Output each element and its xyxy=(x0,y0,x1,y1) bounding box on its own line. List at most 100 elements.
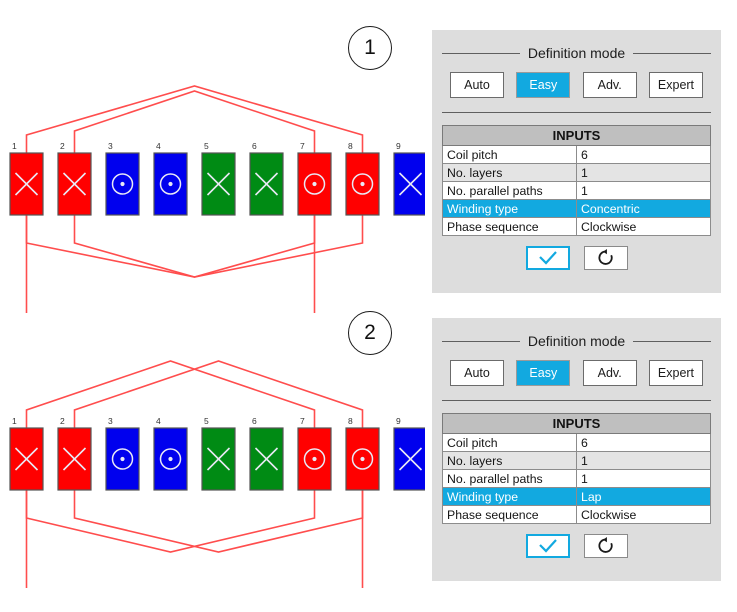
slot-number-label: 7 xyxy=(300,141,305,151)
mode-button-auto[interactable]: Auto xyxy=(450,72,504,98)
current-out-of-page-dot xyxy=(312,456,317,462)
slot-8: 8 xyxy=(345,416,380,491)
inputs-row-value[interactable]: 1 xyxy=(576,451,711,470)
refresh-icon xyxy=(597,537,613,553)
definition-mode-button-row: Auto Easy Adv. Expert xyxy=(442,54,711,108)
current-out-of-page-dot xyxy=(168,456,173,462)
mode-button-auto[interactable]: Auto xyxy=(450,360,504,386)
inputs-row-value[interactable]: 6 xyxy=(576,433,711,452)
slot-number-label: 4 xyxy=(156,141,161,151)
mode-button-easy[interactable]: Easy xyxy=(516,360,571,386)
current-out-of-page-icon xyxy=(351,173,374,195)
current-out-of-page-icon xyxy=(303,173,326,195)
groupbox-rule-left xyxy=(442,341,520,342)
inputs-row-label: No. parallel paths xyxy=(442,181,577,200)
mode-button-expert[interactable]: Expert xyxy=(648,360,703,386)
slot-2: 2 xyxy=(57,416,92,491)
inputs-row-label: Phase sequence xyxy=(442,217,577,236)
inputs-row-value[interactable]: 1 xyxy=(576,181,711,200)
action-button-row xyxy=(432,534,721,558)
groupbox-title: Definition mode xyxy=(527,45,626,61)
inputs-row-value[interactable]: Clockwise xyxy=(576,217,711,236)
accept-button[interactable] xyxy=(525,246,570,270)
mode-button-expert[interactable]: Expert xyxy=(648,72,703,98)
coil-overhang-top xyxy=(25,85,364,161)
mode-button-adv[interactable]: Adv. xyxy=(582,360,637,386)
current-out-of-page-dot xyxy=(120,456,125,462)
slot-number-label: 6 xyxy=(252,141,257,151)
mode-button-easy[interactable]: Easy xyxy=(516,72,571,98)
slot-number-label: 3 xyxy=(108,416,113,426)
slot-number-label: 8 xyxy=(348,141,353,151)
groupbox-rule-right xyxy=(633,53,711,54)
slot-4: 4 xyxy=(153,416,188,491)
accept-button[interactable] xyxy=(525,534,570,558)
reset-button[interactable] xyxy=(583,534,628,558)
coil-group xyxy=(25,360,364,588)
slot-number-label: 2 xyxy=(60,416,65,426)
slot-7: 7 xyxy=(297,416,332,491)
coil-overhang-top xyxy=(73,360,364,436)
slot-number-label: 3 xyxy=(108,141,113,151)
inputs-row-value[interactable]: 6 xyxy=(576,145,711,164)
inputs-row-label: No. parallel paths xyxy=(442,469,577,488)
coil-overhang-bottom xyxy=(73,490,364,553)
current-out-of-page-icon xyxy=(111,173,134,195)
inputs-row-value[interactable]: Concentric xyxy=(576,199,711,218)
action-button-row xyxy=(432,246,721,270)
current-out-of-page-dot xyxy=(312,181,317,187)
slot-number-label: 8 xyxy=(348,416,353,426)
reset-button[interactable] xyxy=(583,246,628,270)
slot-number-label: 7 xyxy=(300,416,305,426)
inputs-row-label: Winding type xyxy=(442,487,577,506)
slot-4: 4 xyxy=(153,141,188,216)
inputs-row-value[interactable]: 1 xyxy=(576,469,711,488)
slot-8: 8 xyxy=(345,141,380,216)
current-into-page-icon xyxy=(206,447,231,471)
current-into-page-icon xyxy=(398,447,423,471)
current-out-of-page-dot xyxy=(120,181,125,187)
groupbox-rule-right xyxy=(633,341,711,342)
slot-number-label: 9 xyxy=(396,416,401,426)
section-divider xyxy=(442,112,711,113)
inputs-row-value[interactable]: Clockwise xyxy=(576,505,711,524)
inputs-row-value[interactable]: 1 xyxy=(576,163,711,182)
slot-number-label: 1 xyxy=(12,416,17,426)
current-into-page-icon xyxy=(206,172,231,196)
coil-overhang-top xyxy=(73,90,316,161)
current-out-of-page-icon xyxy=(111,448,134,470)
coil-overhang-bottom xyxy=(25,490,316,553)
mode-button-adv[interactable]: Adv. xyxy=(582,72,637,98)
slot-number-label: 2 xyxy=(60,141,65,151)
inputs-row-value[interactable]: Lap xyxy=(576,487,711,506)
section-divider xyxy=(442,400,711,401)
slot-number-label: 6 xyxy=(252,416,257,426)
step-badge-2-label: 2 xyxy=(364,321,376,344)
slot-5: 5 xyxy=(201,416,236,491)
slot-6: 6 xyxy=(249,416,284,491)
current-out-of-page-dot xyxy=(360,181,365,187)
coil-overhang-top xyxy=(25,360,316,436)
slot-number-label: 9 xyxy=(396,141,401,151)
slot-2: 2 xyxy=(57,141,92,216)
slot-rect[interactable] xyxy=(105,427,140,491)
slot-rect[interactable] xyxy=(249,152,284,216)
